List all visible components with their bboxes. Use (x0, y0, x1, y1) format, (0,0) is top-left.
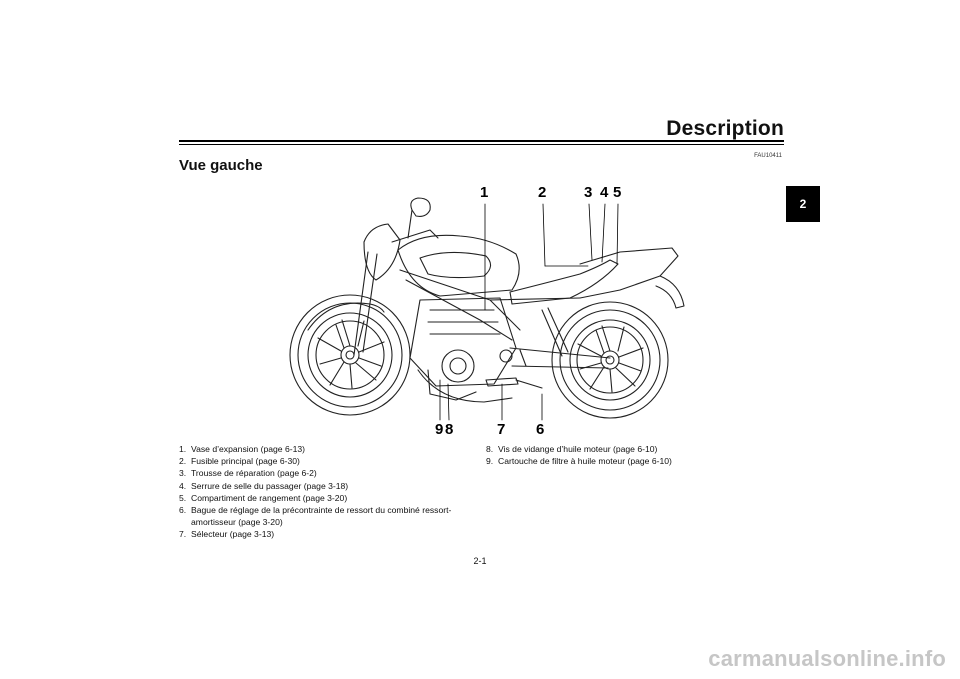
legend-text: Serrure de selle du passager (page 3-18) (191, 480, 349, 491)
watermark: carmanualsonline.info (708, 646, 946, 671)
legend-item: 8. Vis de vidange d’huile moteur (page 6-… (486, 443, 776, 455)
section-code: FAU10411 (754, 153, 782, 159)
legend-text: Compartiment de rangement (page 3-20) (191, 492, 348, 503)
headlight-cowl (363, 223, 401, 281)
legend-item: 7. Sélecteur (page 3-13) (179, 528, 479, 540)
legend-item: 3. Trousse de réparation (page 6-2) (179, 467, 479, 479)
legend-item: 1. Vase d’expansion (page 6-13) (179, 443, 479, 455)
callout-5: 5 (613, 184, 621, 201)
legend-number: 6. (179, 505, 187, 516)
rear-wheel (551, 301, 669, 419)
exhaust (417, 369, 513, 403)
swingarm (509, 347, 611, 369)
callout-4: 4 (600, 184, 609, 201)
seat (509, 259, 619, 305)
legend-list-right: 8. Vis de vidange d’huile moteur (page 6-… (486, 443, 776, 467)
legend-number: 4. (179, 480, 187, 491)
header-rule (179, 140, 784, 142)
callout-1: 1 (480, 184, 488, 201)
callout-8: 8 (445, 421, 453, 438)
legend-number: 2. (179, 456, 187, 467)
callout-7: 7 (497, 421, 505, 438)
legend-number: 9. (486, 456, 494, 467)
legend-item: 2. Fusible principal (page 6-30) (179, 455, 479, 467)
legend-number: 3. (179, 468, 187, 479)
legend-number: 5. (179, 492, 187, 503)
legend-item: 6. Bague de réglage de la précontrainte d… (179, 504, 479, 528)
legend-number: 1. (179, 444, 187, 454)
frame (399, 269, 581, 341)
legend-text: Vase d’expansion (page 6-13) (191, 444, 306, 454)
engine (409, 297, 517, 401)
legend-number: 7. (179, 529, 187, 540)
callout-6: 6 (536, 421, 544, 438)
callout-3: 3 (584, 184, 592, 201)
page-number: 2-1 (473, 556, 487, 566)
legend-text: Cartouche de filtre à huile moteur (page… (498, 456, 672, 467)
rear-fender (655, 275, 685, 309)
chapter-tab: 2 (786, 186, 820, 222)
mirror (410, 197, 431, 217)
legend-text: Trousse de réparation (page 6-2) (191, 468, 317, 479)
legend-text: Vis de vidange d’huile moteur (page 6-10… (498, 444, 658, 454)
header-rule-thin (179, 144, 784, 145)
legend-text: Bague de réglage de la précontrainte de … (191, 505, 452, 528)
callout-9: 9 (435, 421, 443, 438)
legend-item: 5. Compartiment de rangement (page 3-20) (179, 492, 479, 504)
rear-shock (541, 307, 569, 357)
legend-item: 4. Serrure de selle du passager (page 3-1… (179, 480, 479, 492)
legend-text: Sélecteur (page 3-13) (191, 529, 275, 540)
legend-list-left: 1. Vase d’expansion (page 6-13) 2. Fusible… (179, 443, 479, 541)
tail-section (579, 247, 679, 299)
legend-text: Fusible principal (page 6-30) (191, 456, 300, 467)
front-wheel (289, 294, 411, 416)
chapter-title: Description (666, 117, 784, 140)
legend-item: 9. Cartouche de filtre à huile moteur (pa… (486, 455, 776, 467)
front-fender (307, 302, 385, 331)
section-title: Vue gauche (179, 157, 263, 174)
fuel-tank (397, 234, 520, 297)
callout-2: 2 (538, 184, 546, 201)
callout-leaders (439, 203, 619, 421)
footpeg (485, 377, 543, 389)
motorcycle-diagram: 1 2 3 4 5 9 8 7 6 (289, 184, 685, 438)
legend-number: 8. (486, 444, 494, 454)
